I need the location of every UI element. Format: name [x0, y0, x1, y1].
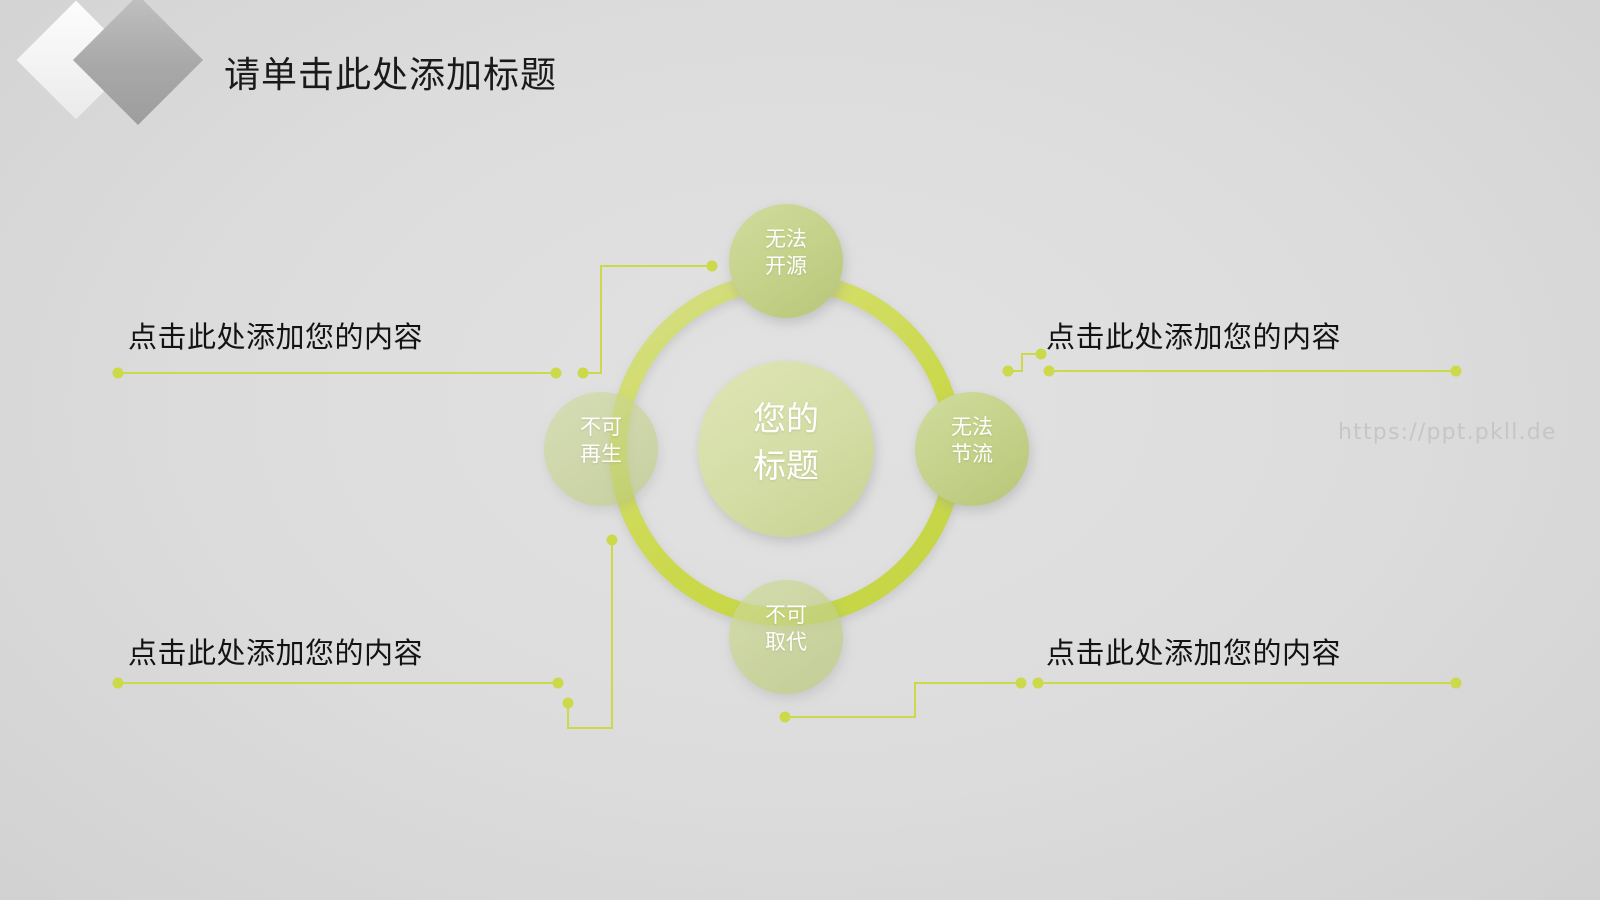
connector-bottom-right [787, 682, 1456, 718]
content-text-top-left[interactable]: 点击此处添加您的内容 [128, 320, 424, 354]
content-text-top-right[interactable]: 点击此处添加您的内容 [1046, 320, 1342, 354]
node-label-right: 无法节流 [951, 415, 993, 466]
diagram-ring [609, 272, 963, 626]
node-circle-right[interactable] [915, 392, 1029, 506]
node-label-top: 无法开源 [765, 227, 807, 278]
connector-bottom-right-dots [779, 677, 1462, 723]
node-label-bottom: 不可取代 [765, 603, 807, 654]
content-text-bottom-left[interactable]: 点击此处添加您的内容 [128, 636, 424, 670]
watermark-url: https://ppt.pkll.de [1338, 420, 1557, 445]
node-circle-bottom[interactable] [729, 580, 843, 694]
node-circle-top[interactable] [729, 204, 843, 318]
content-text-bottom-right[interactable]: 点击此处添加您的内容 [1046, 636, 1342, 670]
center-node-circle[interactable] [698, 361, 874, 537]
slide-header: 请单击此处添加标题 [0, 0, 1600, 150]
connector-top-right [1010, 353, 1456, 372]
node-label-left: 不可再生 [580, 415, 622, 466]
connector-bottom-left-dots [112, 534, 618, 709]
page-title[interactable]: 请单击此处添加标题 [224, 55, 558, 96]
center-node-label: 您的标题 [753, 399, 819, 485]
node-circle-left[interactable] [544, 392, 658, 506]
